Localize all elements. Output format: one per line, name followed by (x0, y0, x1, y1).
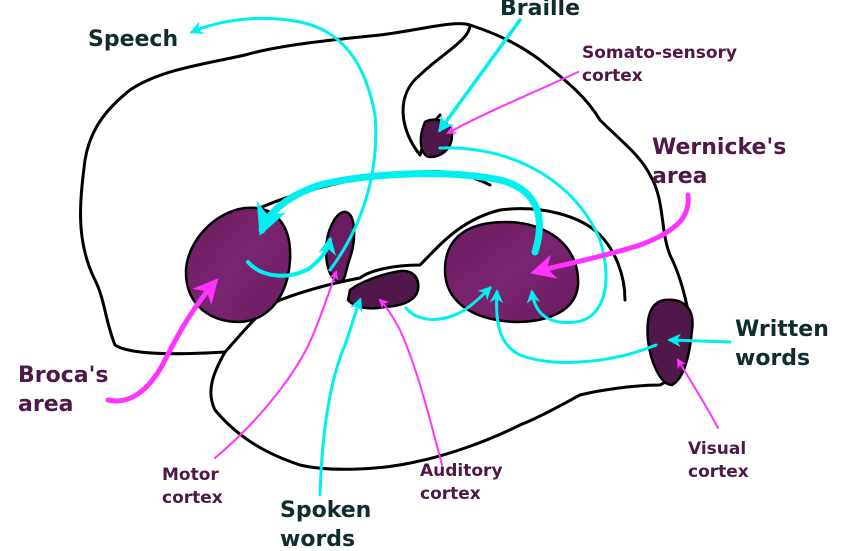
pointer-wernicke (530, 192, 691, 279)
label-somatosensory-cortex: Somato-sensory cortex (582, 43, 737, 86)
pathway-wernicke-to-broca (256, 170, 543, 256)
label-pointers (105, 71, 719, 466)
broca-region (184, 206, 292, 324)
label-motor-cortex: Motor cortex (162, 465, 223, 508)
pointer-auditory-cortex (378, 298, 443, 466)
frontal-lobe-outline (79, 22, 627, 356)
label-speech: Speech (88, 27, 179, 52)
wernicke-region (443, 220, 580, 324)
language-pathways (189, 16, 732, 497)
pathway-auditory-to-wernicke (404, 286, 492, 321)
somatosensory-region (419, 118, 454, 159)
pathway-visual-to-wernicke (489, 289, 658, 364)
brain-outline (79, 22, 693, 471)
pathway-broca-to-motor (246, 236, 336, 278)
pathway-written-to-visual (667, 333, 732, 348)
lower-lobe-outline (209, 350, 582, 471)
label-braille: Braille (500, 0, 581, 21)
pathway-braille-to-somatosensory (438, 18, 522, 133)
auditory-cortex-region (346, 269, 420, 310)
pointer-visual-cortex (676, 358, 719, 429)
label-visual-cortex: Visual cortex (688, 439, 749, 482)
pointer-somatosensory (446, 71, 579, 134)
label-auditory-cortex: Auditory cortex (420, 461, 503, 504)
label-wernickes-area: Wernicke's area (652, 135, 787, 189)
pathway-spoken-to-auditory (318, 297, 363, 497)
pathway-broca-to-speech (189, 16, 378, 272)
label-brocas-area: Broca's area (18, 363, 109, 417)
label-written-words: Written words (735, 317, 829, 371)
pointer-broca (105, 278, 219, 404)
pointer-motor-cortex (214, 270, 339, 459)
label-spoken-words: Spoken words (280, 498, 372, 551)
pathway-somatosensory-to-wernicke (438, 146, 608, 325)
